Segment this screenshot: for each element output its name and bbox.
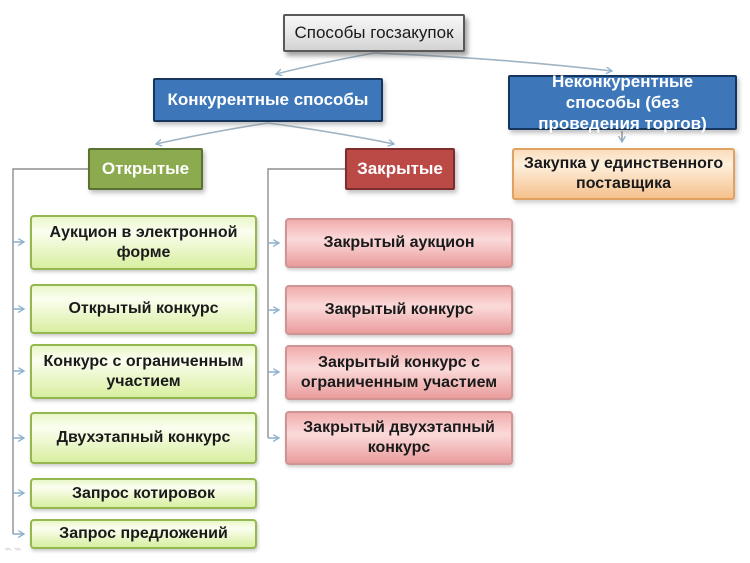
node-open-method: Открытый конкурс bbox=[30, 284, 257, 334]
node-open-method: Запрос предложений bbox=[30, 519, 257, 549]
node-open-method: Конкурс с ограниченным участием bbox=[30, 344, 257, 399]
closed-method-label: Закрытый аукцион bbox=[323, 234, 475, 251]
connector-competitive-open bbox=[156, 122, 269, 144]
node-noncompetitive: Неконкурентные способы (без проведения т… bbox=[508, 72, 737, 133]
node-closed-method: Закрытый конкурс с ограниченным участием bbox=[285, 345, 513, 400]
node-open-method: Двухэтапный конкурс bbox=[30, 412, 257, 464]
open-method-label: Конкурс с ограниченным участием bbox=[43, 352, 244, 390]
node-competitive-label: Конкурентные способы bbox=[167, 90, 369, 110]
node-root-label: Способы госзакупок bbox=[294, 23, 454, 43]
node-closed-method: Закрытый двухэтапный конкурс bbox=[285, 411, 513, 465]
node-root: Способы госзакупок bbox=[283, 14, 465, 52]
node-closed-header: Закрытые bbox=[345, 148, 455, 190]
closed-method-label: Закрытый конкурс с ограниченным участием bbox=[300, 353, 498, 391]
open-method-label: Открытый конкурс bbox=[68, 300, 219, 317]
node-open-header: Открытые bbox=[88, 148, 203, 190]
node-open-method: Запрос котировок bbox=[30, 478, 257, 509]
watermark: ⌁⌁ bbox=[4, 541, 24, 556]
node-single-supplier: Закупка у единственного поставщика bbox=[512, 148, 735, 200]
open-method-label: Запрос котировок bbox=[71, 484, 216, 502]
node-single-supplier-label: Закупка у единственного поставщика bbox=[523, 155, 724, 192]
connector-root-competitive bbox=[276, 52, 375, 74]
node-open-method: Аукцион в электронной форме bbox=[30, 215, 257, 270]
open-method-label: Аукцион в электронной форме bbox=[49, 223, 238, 261]
node-competitive: Конкурентные способы bbox=[153, 78, 383, 122]
connector-competitive-closed bbox=[267, 122, 394, 144]
node-closed-method: Закрытый конкурс bbox=[285, 285, 513, 335]
node-noncompetitive-label: Неконкурентные способы (без проведения т… bbox=[538, 71, 707, 134]
closed-method-label: Закрытый конкурс bbox=[324, 301, 474, 318]
node-closed-method: Закрытый аукцион bbox=[285, 218, 513, 268]
node-open-header-label: Открытые bbox=[101, 159, 190, 179]
closed-method-label: Закрытый двухэтапный конкурс bbox=[303, 419, 495, 456]
open-method-label: Двухэтапный конкурс bbox=[56, 429, 231, 446]
connector-root-noncompetitive bbox=[373, 52, 612, 71]
node-closed-header-label: Закрытые bbox=[357, 159, 443, 179]
open-method-label: Запрос предложений bbox=[59, 525, 228, 542]
